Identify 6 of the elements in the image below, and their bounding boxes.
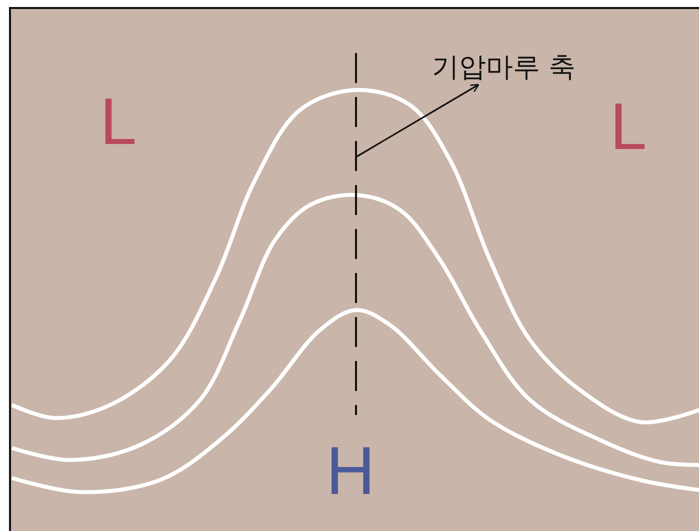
low-pressure-label: L (100, 88, 137, 154)
axis-label: 기압마루 축 (432, 54, 576, 81)
leader-line (356, 84, 480, 158)
high-pressure-label: H (326, 437, 376, 505)
low-pressure-label: L (610, 93, 647, 159)
ridge-axis-line (355, 53, 357, 415)
